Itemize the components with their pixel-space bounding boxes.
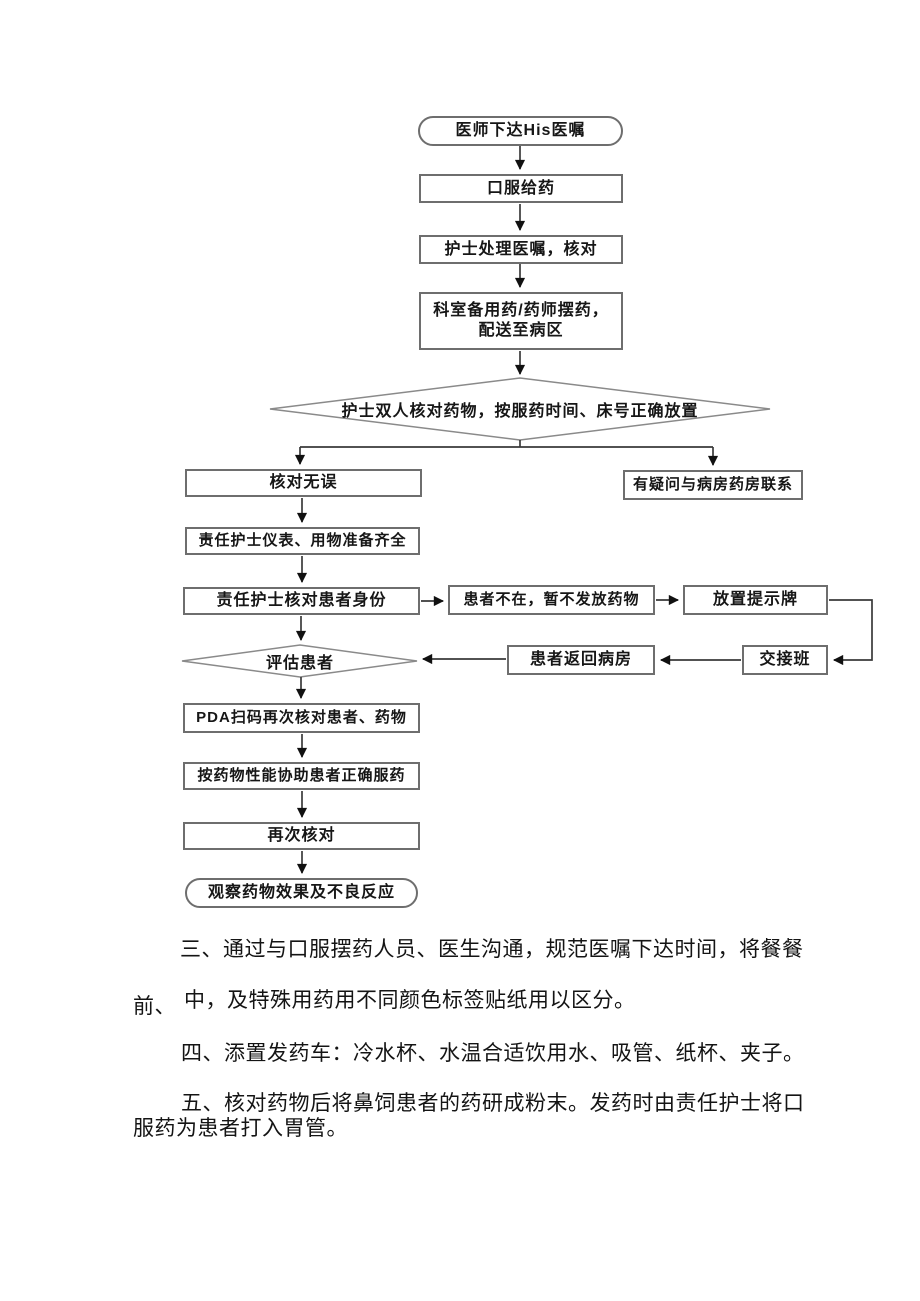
flow-decision-assess-patient-label: 评估患者 xyxy=(265,655,334,672)
flow-node-nurse-process-order: 护士处理医嘱，核对 xyxy=(419,235,623,264)
decision-diamond-assess xyxy=(181,644,418,678)
flow-node-patient-absent: 患者不在，暂不发放药物 xyxy=(448,585,655,615)
flow-node-verify-identity: 责任护士核对患者身份 xyxy=(183,587,420,615)
flow-arrows xyxy=(294,146,873,875)
paragraph-3-line-2-prefix: 前、 xyxy=(133,994,176,1018)
paragraph-3-line-2-rest: 中，及特殊用药用不同颜色标签贴纸用以区分。 xyxy=(184,988,636,1012)
flow-node-recheck: 再次核对 xyxy=(183,822,420,850)
flow-node-assist-take-medicine: 按药物性能协助患者正确服药 xyxy=(183,762,420,790)
flow-node-nurse-ready: 责任护士仪表、用物准备齐全 xyxy=(185,527,420,555)
decision-diamond-double-check xyxy=(269,377,771,441)
flow-node-patient-returns: 患者返回病房 xyxy=(507,645,655,675)
flow-node-observe-effects: 观察药物效果及不良反应 xyxy=(185,878,418,908)
flow-node-check-ok: 核对无误 xyxy=(185,469,422,497)
paragraph-4: 四、添置发药车：冷水杯、水温合适饮用水、吸管、纸杯、夹子。 xyxy=(181,1041,805,1065)
flow-node-start-his-order: 医师下达His医嘱 xyxy=(418,116,623,146)
flow-node-oral-medication: 口服给药 xyxy=(419,174,623,203)
flow-node-pda-scan-recheck: PDA扫码再次核对患者、药物 xyxy=(183,703,420,733)
paragraph-5-line-1: 五、核对药物后将鼻饲患者的药研成粉末。发药时由责任护士将口 xyxy=(181,1091,805,1115)
flowchart-connectors xyxy=(181,146,873,875)
flow-decision-double-check-label: 护士双人核对药物，按服药时间、床号正确放置 xyxy=(341,403,699,420)
flow-node-contact-pharmacy: 有疑问与病房药房联系 xyxy=(623,470,803,500)
paragraph-3-line-1: 三、通过与口服摆药人员、医生沟通，规范医嘱下达时间，将餐餐 xyxy=(180,937,804,961)
flow-node-shift-handover: 交接班 xyxy=(742,645,828,675)
paragraph-5-line-2: 服药为患者打入胃管。 xyxy=(133,1116,348,1140)
flow-node-place-reminder-sign: 放置提示牌 xyxy=(683,585,828,615)
flow-node-dept-prepare-deliver: 科室备用药/药师摆药，配送至病区 xyxy=(419,292,623,350)
